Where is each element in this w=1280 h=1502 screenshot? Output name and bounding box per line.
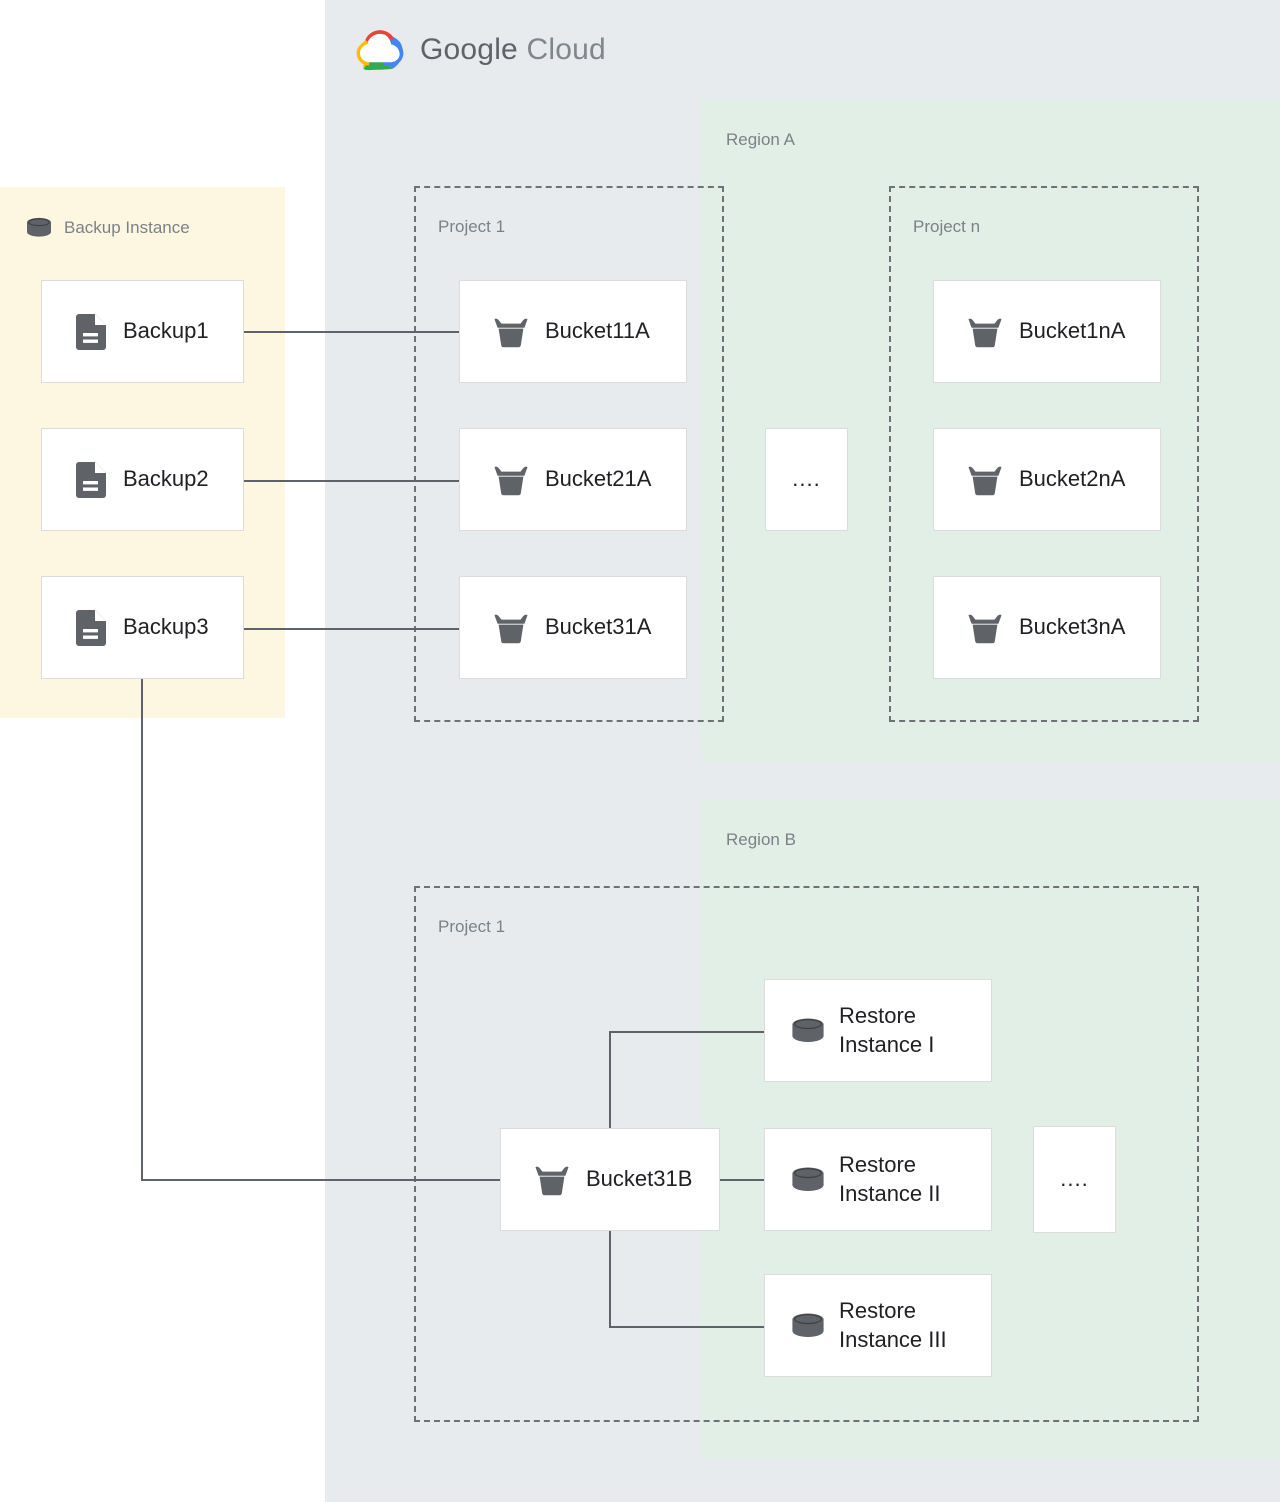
backup-card-2-label: Backup2: [123, 466, 209, 492]
connector-bucket31b-to-restore-ii: [720, 1179, 765, 1181]
brand-google: Google: [420, 33, 518, 66]
project-1-region-b-box: Project 1: [414, 886, 1199, 1422]
restore-instance-card-2-label: Restore Instance II: [839, 1152, 941, 1206]
connector-backup1-to-bucket11a: [244, 331, 460, 333]
project-n-region-a-box: Project n: [889, 186, 1199, 722]
bucket-card-2na[interactable]: Bucket2nA: [933, 428, 1161, 531]
backup-card-3[interactable]: Backup3: [41, 576, 244, 679]
bucket-card-1na-label: Bucket1nA: [1019, 318, 1126, 344]
backup-card-3-label: Backup3: [123, 614, 209, 640]
storage-bucket-icon: [968, 466, 1002, 495]
bucket-card-21a[interactable]: Bucket21A: [459, 428, 687, 531]
brand-cloud: Cloud: [526, 33, 606, 66]
region-a-ellipsis-card: ....: [765, 428, 848, 531]
bucket-card-3na[interactable]: Bucket3nA: [933, 576, 1161, 679]
storage-bucket-icon: [494, 614, 528, 643]
backup-instance-header: Backup Instance: [26, 217, 190, 239]
bucket-card-2na-label: Bucket2nA: [1019, 466, 1126, 492]
restore-instance-card-1-label: Restore Instance I: [839, 1003, 935, 1057]
restore-instance-card-1[interactable]: Restore Instance I: [764, 979, 992, 1082]
database-cylinder-icon: [792, 1167, 824, 1191]
connector-bucket31b-down-vertical: [609, 1210, 611, 1328]
region-a-ellipsis-label: ....: [792, 466, 821, 492]
region-b-label: Region B: [726, 830, 796, 849]
google-cloud-branding: Google Cloud: [353, 27, 606, 73]
connector-backup3-to-bucket31b: [141, 1179, 501, 1181]
backup-card-1-label: Backup1: [123, 318, 209, 344]
project-n-region-a-label: Project n: [913, 217, 981, 236]
bucket-card-3na-label: Bucket3nA: [1019, 614, 1126, 640]
bucket-card-11a[interactable]: Bucket11A: [459, 280, 687, 383]
bucket-card-21a-label: Bucket21A: [545, 466, 652, 492]
backup-card-1[interactable]: Backup1: [41, 280, 244, 383]
connector-bucket31b-to-restore-i: [609, 1031, 765, 1033]
project-1-region-a-label: Project 1: [438, 217, 506, 236]
document-file-icon: [76, 461, 106, 498]
restore-instance-card-3[interactable]: Restore Instance III: [764, 1274, 992, 1377]
storage-bucket-icon: [968, 318, 1002, 347]
storage-bucket-icon: [494, 318, 528, 347]
connector-bucket31b-up-vertical: [609, 1031, 611, 1149]
bucket-card-31a-label: Bucket31A: [545, 614, 652, 640]
database-cylinder-icon: [27, 217, 51, 237]
storage-bucket-icon: [535, 1166, 569, 1195]
bucket-card-31b[interactable]: Bucket31B: [500, 1128, 720, 1231]
backup-instance-title: Backup Instance: [64, 218, 190, 237]
document-file-icon: [76, 609, 106, 646]
bucket-card-1na[interactable]: Bucket1nA: [933, 280, 1161, 383]
region-b-ellipsis-card: ....: [1033, 1126, 1116, 1233]
project-1-region-a-box: Project 1: [414, 186, 724, 722]
restore-instance-card-3-label: Restore Instance III: [839, 1298, 947, 1352]
database-cylinder-icon: [792, 1313, 824, 1337]
connector-bucket31b-to-restore-iii: [609, 1326, 765, 1328]
storage-bucket-icon: [968, 614, 1002, 643]
google-cloud-wordmark: Google Cloud: [420, 33, 606, 67]
connector-backup2-to-bucket21a: [244, 480, 460, 482]
region-b-ellipsis-label: ....: [1060, 1166, 1089, 1192]
project-1-region-b-label: Project 1: [438, 917, 506, 936]
bucket-card-11a-label: Bucket11A: [545, 318, 650, 344]
bucket-card-31b-label: Bucket31B: [586, 1166, 693, 1192]
document-file-icon: [76, 313, 106, 350]
restore-instance-card-2[interactable]: Restore Instance II: [764, 1128, 992, 1231]
region-a-label: Region A: [726, 130, 795, 149]
connector-backup3-to-bucket31a: [244, 628, 460, 630]
connector-backup3-vertical: [141, 679, 143, 1181]
database-cylinder-icon: [792, 1018, 824, 1042]
storage-bucket-icon: [494, 466, 528, 495]
bucket-card-31a[interactable]: Bucket31A: [459, 576, 687, 679]
google-cloud-logo-icon: [356, 30, 404, 71]
backup-card-2[interactable]: Backup2: [41, 428, 244, 531]
